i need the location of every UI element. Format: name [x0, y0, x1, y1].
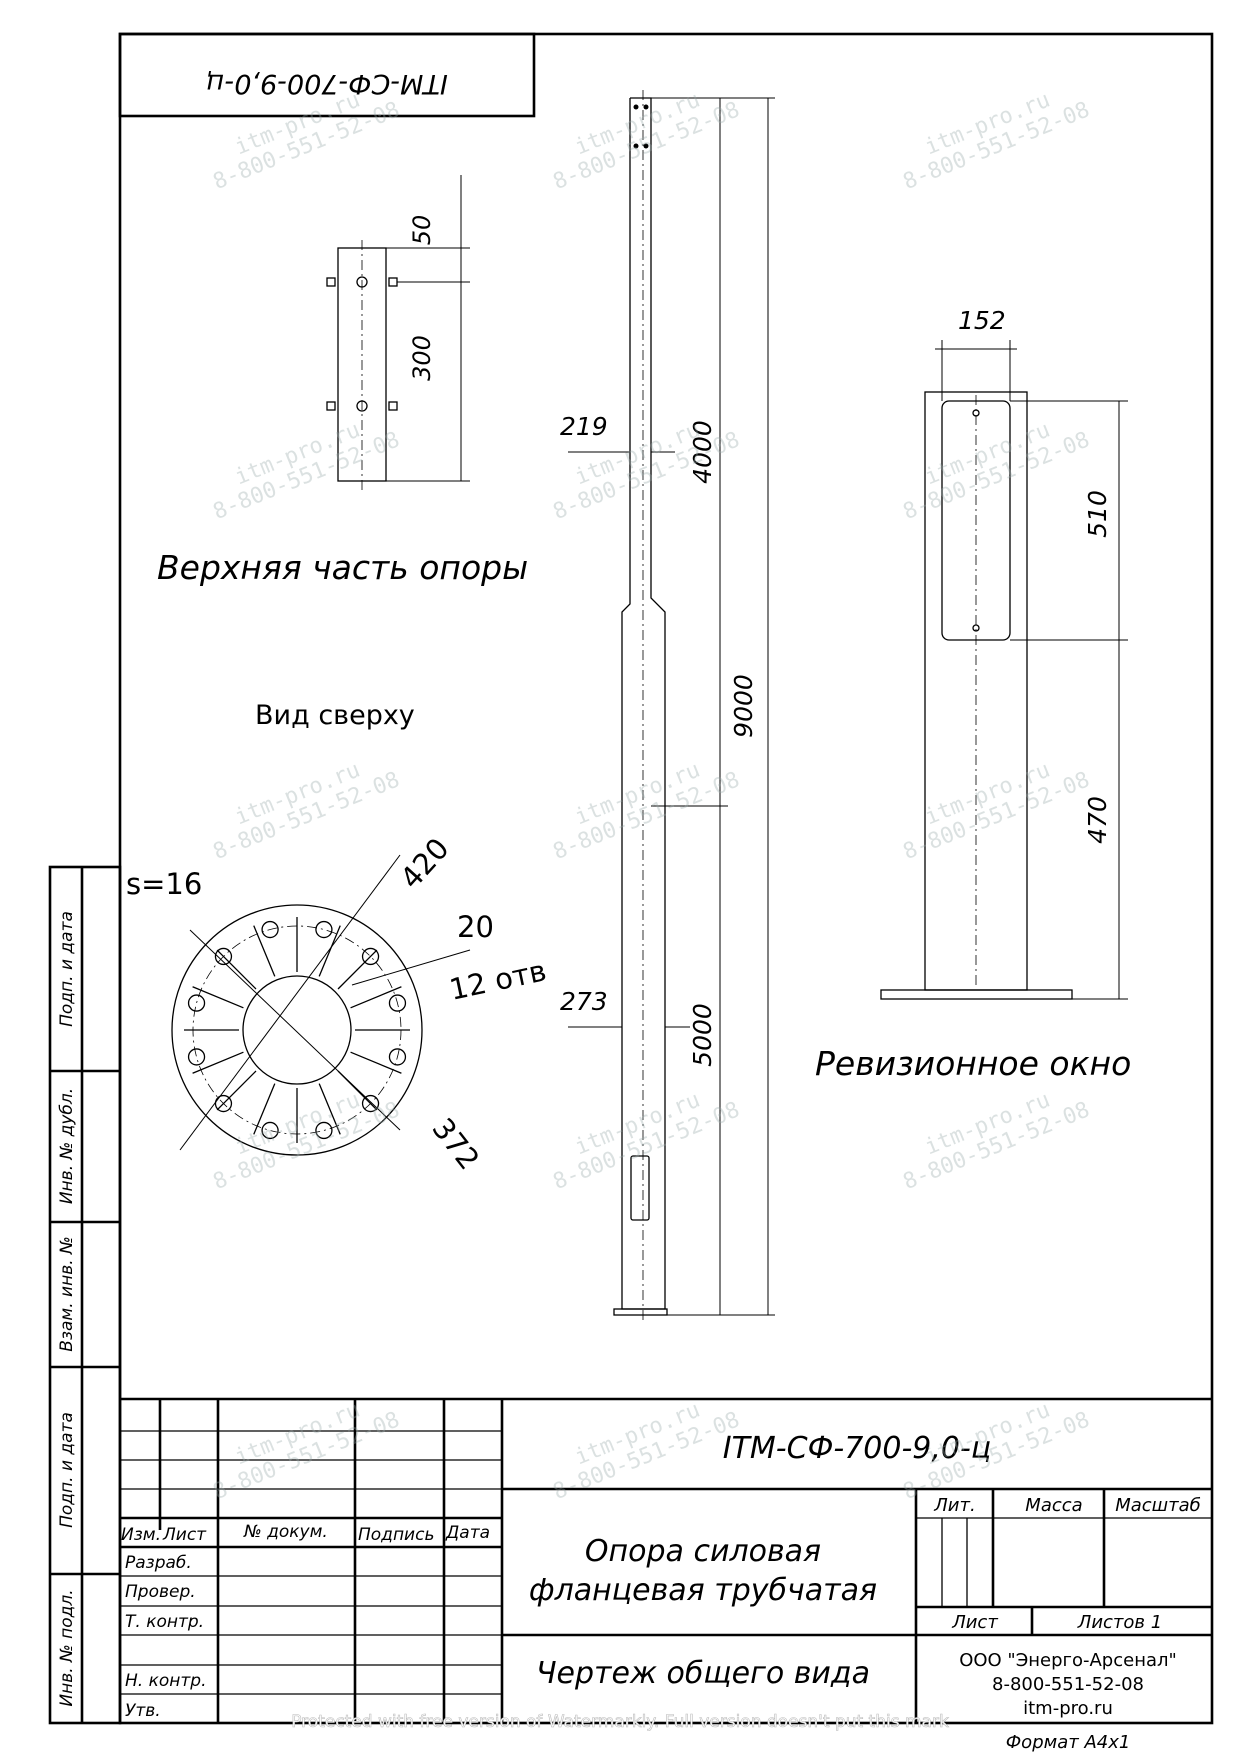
dim-label: 9000: [729, 674, 758, 738]
bolt-hole: [388, 1048, 407, 1066]
mass-header: Масса: [1025, 1495, 1082, 1516]
dim-label: 20: [457, 910, 494, 944]
bolt-hole: [214, 1094, 233, 1113]
watermark-text: itm-pro.ru8-800-551-52-08: [201, 405, 404, 525]
top-stamp-text: ITM-СФ-700-9,0-ц: [206, 68, 448, 99]
watermark-text: itm-pro.ru8-800-551-52-08: [541, 1075, 744, 1195]
watermark-text: itm-pro.ru8-800-551-52-08: [201, 1075, 404, 1195]
flange-rib: [216, 949, 257, 990]
role-cell: Провер.: [125, 1582, 196, 1602]
dim-label: 420: [393, 831, 455, 895]
flange-rib: [350, 1051, 402, 1074]
title-block: ITM-СФ-700-9,0-ц Изм. Лист № докум. Подп…: [120, 1397, 1212, 1753]
watermark-text: itm-pro.ru8-800-551-52-08: [891, 405, 1094, 525]
watermark-text: itm-pro.ru8-800-551-52-08: [201, 1385, 404, 1505]
document-type: Чертеж общего вида: [536, 1656, 870, 1691]
flange-rib: [192, 986, 244, 1009]
role-cell: Н. контр.: [125, 1671, 206, 1691]
org-name: ООО "Энерго-Арсенал": [959, 1650, 1177, 1671]
revision-window-detail: 152 510 470 Ревизионное окно: [815, 306, 1131, 1083]
bolt-hole: [187, 994, 206, 1012]
bolt-hole: [214, 947, 233, 966]
bolt-hole: [315, 1121, 333, 1140]
lit-header: Лит.: [933, 1495, 975, 1516]
org-phone: 8-800-551-52-08: [992, 1674, 1144, 1695]
watermark-text: itm-pro.ru8-800-551-52-08: [541, 1385, 744, 1505]
thickness-label: s=16: [126, 867, 202, 901]
upper-view-title: Верхняя часть опоры: [157, 548, 528, 587]
dim-label: 219: [560, 412, 608, 441]
watermark-notice: Protected with free version of Watermark…: [291, 1712, 949, 1732]
bolt-hole: [261, 920, 279, 939]
bolt-hole: [261, 1121, 279, 1140]
flange-rib: [216, 1070, 257, 1111]
top-stamp: ITM-СФ-700-9,0-ц: [118, 32, 536, 118]
header-cell: Подпись: [358, 1525, 434, 1545]
bolt-hole: [187, 1048, 206, 1066]
flange-rib: [350, 986, 402, 1009]
product-name: Опора силовая: [585, 1534, 821, 1569]
flange-rib: [253, 1083, 276, 1135]
dim-label: 273: [560, 987, 608, 1016]
watermark-text: itm-pro.ru8-800-551-52-08: [541, 745, 744, 865]
product-name: фланцевая трубчатая: [529, 1573, 877, 1608]
header-cell: Изм.: [121, 1525, 161, 1545]
rev-window-title: Ревизионное окно: [815, 1044, 1131, 1083]
dim-label: 152: [958, 306, 1006, 335]
side-label: Взам. инв. №: [57, 1236, 77, 1351]
side-label: Подп. и дата: [57, 911, 77, 1027]
flange-rib: [318, 1083, 341, 1135]
dim-label: 5000: [688, 1003, 717, 1067]
format-label: Формат А4х1: [1006, 1732, 1131, 1753]
header-cell: Лист: [162, 1525, 207, 1545]
bolt-hole: [388, 994, 407, 1012]
dim-label: 470: [1083, 796, 1112, 844]
pole-elevation: 219 273 4000 5000 9000: [560, 90, 775, 1320]
watermark-text: itm-pro.ru8-800-551-52-08: [891, 75, 1094, 195]
header-cell: Дата: [445, 1523, 490, 1543]
watermark-text: itm-pro.ru8-800-551-52-08: [891, 1075, 1094, 1195]
watermark-text: itm-pro.ru8-800-551-52-08: [201, 745, 404, 865]
dim-label: 510: [1083, 490, 1112, 538]
bolt-hole: [315, 920, 333, 939]
org-site: itm-pro.ru: [1023, 1698, 1113, 1719]
side-label: Подп. и дата: [57, 1412, 77, 1528]
role-cell: Т. контр.: [125, 1612, 204, 1632]
watermark: itm-pro.ru8-800-551-52-08 itm-pro.ru8-800…: [201, 75, 1094, 1505]
flange-rib: [318, 925, 341, 977]
flange-rib: [337, 949, 378, 990]
bolt-hole: [361, 947, 380, 966]
side-label: Инв. № подл.: [57, 1589, 77, 1706]
side-strip: Подп. и дата Инв. № дубл. Взам. инв. № П…: [48, 865, 122, 1725]
watermark-text: itm-pro.ru8-800-551-52-08: [541, 75, 744, 195]
flange-rib: [337, 1070, 378, 1111]
side-label: Инв. № дубл.: [57, 1088, 77, 1204]
top-view-title: Вид сверху: [255, 700, 415, 731]
flange-rib: [253, 925, 276, 977]
watermark-text: itm-pro.ru8-800-551-52-08: [891, 745, 1094, 865]
dim-label: 4000: [688, 420, 717, 484]
upper-part-detail: 50 300 Верхняя часть опоры: [157, 175, 528, 587]
sheet-label: Лист: [951, 1612, 998, 1633]
designation: ITM-СФ-700-9,0-ц: [723, 1431, 992, 1466]
dim-label: 372: [425, 1112, 486, 1177]
scale-header: Масштаб: [1115, 1495, 1201, 1516]
flange-rib: [192, 1051, 244, 1074]
role-cell: Утв.: [125, 1701, 161, 1721]
header-cell: № докум.: [243, 1522, 328, 1542]
role-cell: Разраб.: [125, 1553, 192, 1573]
sheets-count: Листов 1: [1077, 1612, 1162, 1633]
dim-label: 300: [408, 335, 436, 381]
holes-label: 12 отв: [446, 953, 549, 1007]
dim-label: 50: [408, 215, 436, 246]
bolt-hole: [361, 1094, 380, 1113]
